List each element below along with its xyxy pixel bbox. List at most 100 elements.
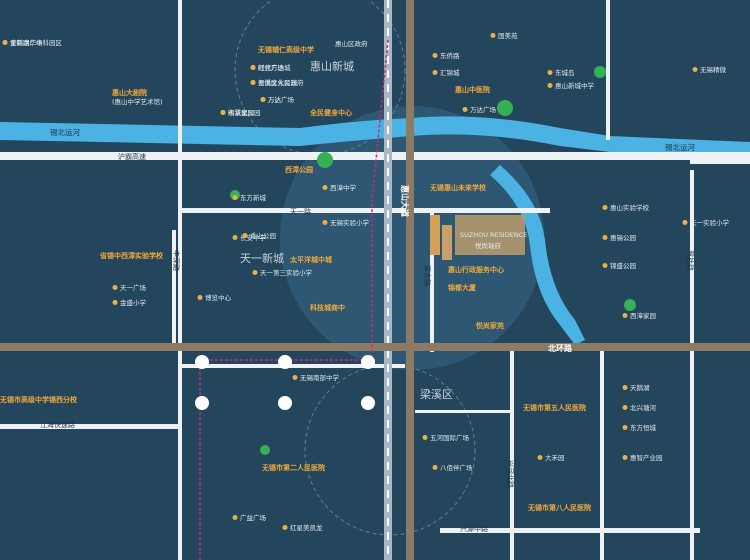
poi-fuzhong: 无锡辅仁高级中学	[257, 45, 314, 54]
poi-dot	[462, 107, 468, 112]
poi-yuexiang: 悦尚家苑	[476, 321, 504, 330]
poi-dot	[220, 110, 226, 115]
poi-dot	[112, 285, 118, 290]
poi-label: 时代广场	[258, 63, 285, 72]
poi-taiwan: 太平洋城中城	[290, 255, 332, 264]
beihuan-road	[0, 343, 750, 351]
poi-dot	[422, 435, 428, 440]
poi-label: 香山公园	[250, 231, 276, 240]
poi-dot	[250, 80, 256, 85]
poi-dot	[250, 65, 256, 70]
poi-label: 万达广场	[470, 105, 497, 114]
poi-xizhang-park: 西漳公园	[285, 165, 313, 174]
poi-dot	[602, 263, 608, 268]
road-beihuan: 北环路	[548, 343, 573, 353]
poi-label: 永华家园	[228, 108, 254, 117]
district-liangxi: 梁溪区	[420, 387, 453, 401]
poi-label: 北兴塘河	[630, 403, 657, 412]
poi-dot	[682, 220, 688, 225]
poi-grandtheatre: 惠山大剧院	[112, 88, 147, 97]
poi-label: 长安中学	[240, 233, 267, 242]
poi-admin: 惠山行政服务中心	[448, 265, 504, 274]
road-canal-left: 锡北运河	[50, 128, 80, 137]
poi-label: 东侨路	[440, 51, 460, 60]
road-tianyi: 天一路	[290, 207, 311, 216]
poi-hospital5: 无锡市第五人民医院	[522, 403, 586, 412]
poi-label: 金鹤路广场	[10, 38, 43, 47]
poi-label: 西漳家园	[630, 311, 656, 320]
small-labels: 无锡国华中科园区时代广场吾悦文化公园万达广场明慧里公园东侨路汇锦城万达广场国美苑…	[2, 31, 730, 532]
poi-dot	[547, 83, 553, 88]
road-luoshe: 罗社路	[686, 250, 695, 271]
metro-line	[199, 39, 389, 560]
xibei-canal	[0, 116, 750, 158]
poi-dot	[692, 67, 698, 72]
poi-label: 西漳中学	[330, 183, 357, 192]
poi-dot	[232, 195, 238, 200]
river-branch	[490, 165, 585, 345]
poi-hospital8: 无锡市第八人民医院	[527, 503, 591, 512]
project-building	[430, 215, 525, 260]
poi-label: 吾悦文化公园	[258, 78, 297, 87]
poi-dot	[602, 235, 608, 240]
poi-label: 惠智产业园	[630, 453, 663, 462]
road-xinghe: 兴河北路	[506, 460, 515, 488]
poi-grandtheatre-sub: (惠山中学艺术馆)	[112, 97, 163, 106]
poi-label: 万达广场	[268, 95, 295, 104]
road-huishan-blvd: 惠山大道	[400, 185, 410, 217]
poi-label: 广益广场	[240, 513, 267, 522]
poi-dot	[112, 300, 118, 305]
poi-label: 天一广场	[120, 283, 147, 292]
poi-label: 东城岛	[555, 68, 575, 77]
poi-dot	[537, 455, 543, 460]
highlight-pois: 无锡辅仁高级中学 全民健身中心 西漳公园 无锡惠山未来学校 太平洋城中城 科技城…	[0, 39, 591, 512]
road-xingyuan: 兴源中路	[460, 524, 488, 533]
poi-dot	[490, 33, 496, 38]
poi-dot	[282, 525, 288, 530]
road-shencai: 深农路	[423, 265, 432, 286]
metro-stations	[195, 355, 375, 410]
poi-label: 大禾园	[545, 453, 565, 462]
poi-label: 天一第三实验小学	[260, 268, 313, 277]
poi-label: 惠锡公园	[610, 233, 636, 242]
poi-dot	[232, 515, 238, 520]
poi-label: 博览中心	[205, 293, 232, 302]
poi-dot	[622, 425, 628, 430]
poi-dot	[322, 185, 328, 190]
poi-huishan-school: 无锡惠山未来学校	[429, 183, 487, 192]
poi-label: 天一实验小学	[690, 218, 730, 227]
poi-label: 红星美凯龙	[290, 523, 323, 532]
poi-label: 无锡国华中科园区	[10, 38, 63, 47]
poi-dot	[197, 295, 203, 300]
poi-label: 无锡南部中学	[300, 373, 340, 382]
poi-label: 无锡实验小学	[330, 218, 370, 227]
poi-label: 无锡精微	[700, 65, 727, 74]
road-jiangxi: 江海快速路	[40, 420, 75, 429]
poi-dot	[292, 375, 298, 380]
poi-dot	[260, 97, 266, 102]
poi-label: 东方新城	[240, 193, 267, 202]
project-name: 悦尚瑞府	[475, 241, 502, 250]
poi-yinxiang: 锦都大厦	[448, 283, 477, 292]
poi-label: 五河国际广场	[430, 433, 470, 442]
poi-label: 红豆万达城	[258, 63, 291, 72]
poi-dot	[322, 220, 328, 225]
poi-dot	[622, 405, 628, 410]
poi-label: 梁溪区人民政府	[258, 78, 304, 87]
poi-label: 锦盛公园	[610, 261, 636, 270]
huishan-avenue	[406, 0, 414, 560]
poi-dot	[432, 53, 438, 58]
poi-label: 明慧里公园	[228, 108, 261, 117]
poi-label: 天鹅湖	[630, 383, 650, 392]
poi-label: 万达	[268, 95, 282, 104]
poi-gov: 惠山区政府	[335, 39, 368, 48]
poi-kejiao: 科技城商中	[310, 303, 345, 312]
poi-label: 东方恒城	[630, 423, 657, 432]
poi-dot	[232, 235, 238, 240]
poi-dot	[622, 313, 628, 318]
poi-label: 汇锦城	[440, 68, 460, 77]
poi-dot	[602, 205, 608, 210]
poi-dot	[432, 70, 438, 75]
poi-dot	[242, 233, 248, 238]
